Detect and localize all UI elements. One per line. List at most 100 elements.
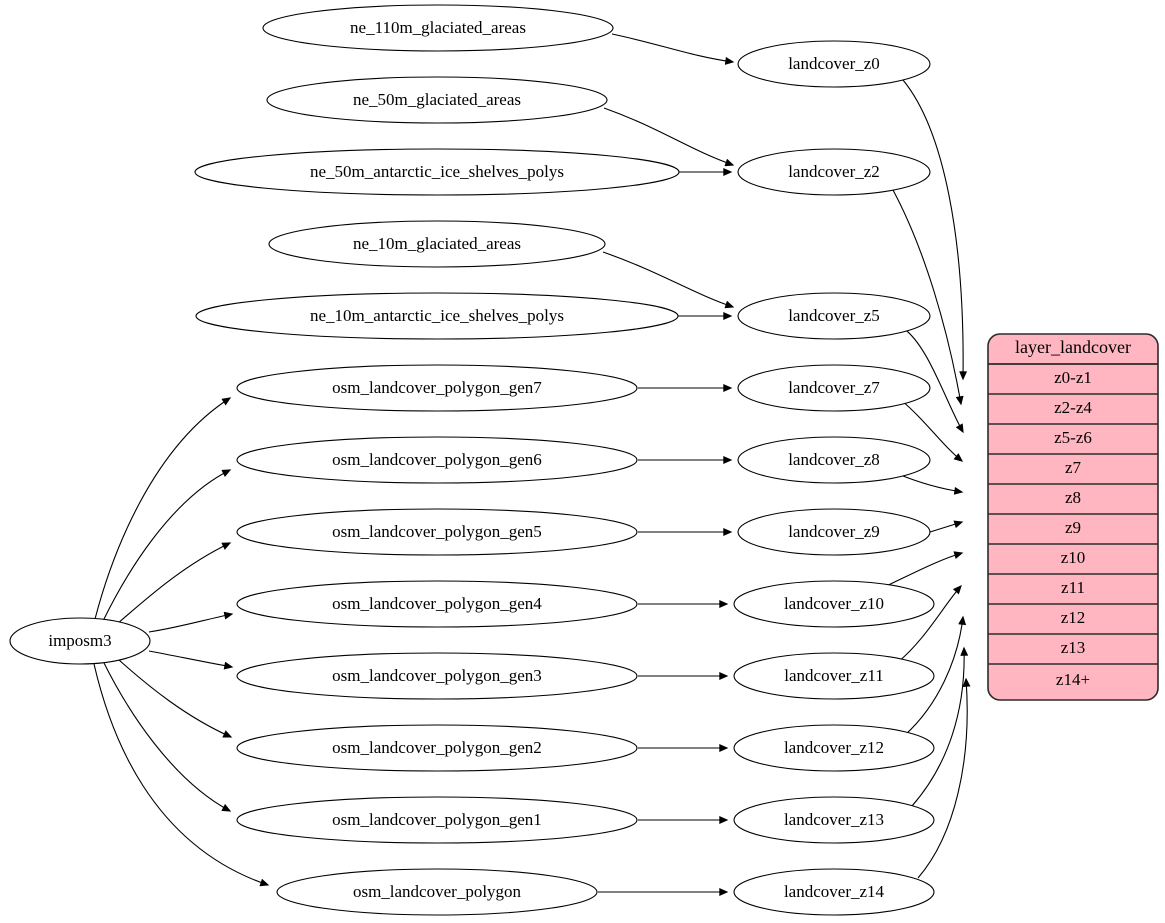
row-label-z9: z9 [1065,518,1081,537]
edge-layer-sources [602,33,733,316]
node-landcover-z2-label: landcover_z2 [788,162,880,181]
node-osm-landcover-polygon-gen6-shape[interactable] [236,436,638,484]
row-label-z0-z1: z0-z1 [1054,368,1092,387]
node-ne-50m-antarctic-ice-shelves-polys-shape[interactable] [194,148,680,196]
edge-z13-to-row-z13 [911,648,964,807]
table-row[interactable]: z8 [988,488,1158,515]
node-landcover-z11-label: landcover_z11 [784,666,883,685]
node-landcover-z13-shape[interactable] [733,796,935,844]
node-imposm3-shape[interactable] [9,617,151,665]
node-landcover-z13-label: landcover_z13 [784,810,884,829]
node-ne-50m-glaciated-areas-label: ne_50m_glaciated_areas [353,90,521,109]
node-osm-landcover-polygon-shape[interactable] [276,868,598,916]
table-row[interactable]: z9 [988,518,1158,545]
node-landcover-z12-shape[interactable] [733,724,935,772]
node-ne-110m-glaciated-areas-shape[interactable] [262,4,614,52]
table-row[interactable]: z5-z6 [988,428,1158,455]
table-row[interactable]: z11 [988,578,1158,605]
table-row[interactable]: z0-z1 [988,368,1158,395]
node-osm-landcover-polygon-label: osm_landcover_polygon [353,882,522,901]
node-ne-110m-glaciated-areas[interactable]: ne_110m_glaciated_areas [262,4,614,52]
node-ne-10m-glaciated-areas[interactable]: ne_10m_glaciated_areas [268,220,606,268]
node-landcover-z9-label: landcover_z9 [788,522,880,541]
node-osm-landcover-polygon-gen1-label: osm_landcover_polygon_gen1 [332,810,542,829]
node-landcover-z7-label: landcover_z7 [788,378,880,397]
node-landcover-z8[interactable]: landcover_z8 [737,436,931,484]
node-landcover-z2-shape[interactable] [737,148,931,196]
node-imposm3[interactable]: imposm3 [9,617,151,665]
row-label-z12: z12 [1061,608,1086,627]
node-landcover-z13[interactable]: landcover_z13 [733,796,935,844]
node-landcover-z11[interactable]: landcover_z11 [733,652,935,700]
edge-z11-to-row-z11 [897,586,961,663]
node-osm-landcover-polygon-gen5[interactable]: osm_landcover_polygon_gen5 [236,508,638,556]
row-label-z5-z6: z5-z6 [1054,428,1092,447]
node-landcover-z14-shape[interactable] [733,868,935,916]
node-landcover-z8-label: landcover_z8 [788,450,880,469]
node-ne-50m-antarctic-ice-shelves-polys[interactable]: ne_50m_antarctic_ice_shelves_polys [194,148,680,196]
node-osm-landcover-polygon-gen7[interactable]: osm_landcover_polygon_gen7 [236,364,638,412]
table-row[interactable]: z12 [988,608,1158,635]
node-landcover-z7[interactable]: landcover_z7 [737,364,931,412]
node-landcover-z12-label: landcover_z12 [784,738,884,757]
node-osm-landcover-polygon-gen2-shape[interactable] [236,724,638,772]
node-landcover-z0-shape[interactable] [737,40,931,88]
node-ne-10m-antarctic-ice-shelves-polys[interactable]: ne_10m_antarctic_ice_shelves_polys [195,292,679,340]
node-osm-landcover-polygon-gen3[interactable]: osm_landcover_polygon_gen3 [236,652,638,700]
row-label-z14plus: z14+ [1056,670,1090,689]
node-landcover-z10-shape[interactable] [733,580,935,628]
edge-imposm3-to-gen2 [118,659,231,737]
landcover-zoom-nodes: landcover_z0 landcover_z2 landcover_z5 l… [733,40,935,916]
node-osm-landcover-polygon-gen1-shape[interactable] [236,796,638,844]
table-row[interactable]: z13 [988,638,1158,665]
row-label-z13: z13 [1061,638,1086,657]
node-landcover-z14[interactable]: landcover_z14 [733,868,935,916]
layer-landcover-table[interactable]: layer_landcover z0-z1 z2-z4 z5-z6 z7 [987,333,1159,701]
node-landcover-z5-shape[interactable] [737,292,931,340]
node-ne-10m-antarctic-ice-shelves-polys-shape[interactable] [195,292,679,340]
table-row[interactable]: z14+ [1056,670,1090,689]
node-landcover-z5-label: landcover_z5 [788,306,880,325]
node-landcover-z9[interactable]: landcover_z9 [737,508,931,556]
node-landcover-z2[interactable]: landcover_z2 [737,148,931,196]
node-landcover-z10[interactable]: landcover_z10 [733,580,935,628]
table-row[interactable]: z2-z4 [988,398,1158,425]
node-landcover-z9-shape[interactable] [737,508,931,556]
node-osm-landcover-polygon-gen4[interactable]: osm_landcover_polygon_gen4 [236,580,638,628]
node-osm-landcover-polygon[interactable]: osm_landcover_polygon [276,868,598,916]
table-row[interactable]: z7 [988,458,1158,485]
edge-imposm3-to-gen4 [148,614,232,633]
edge-z0-to-row-z0z1 [902,79,963,379]
node-osm-landcover-polygon-gen3-label: osm_landcover_polygon_gen3 [332,666,542,685]
edge-layer-osm-to-landcover [598,388,731,892]
node-ne-50m-glaciated-areas[interactable]: ne_50m_glaciated_areas [266,76,608,124]
node-osm-landcover-polygon-gen1[interactable]: osm_landcover_polygon_gen1 [236,796,638,844]
node-imposm3-label: imposm3 [48,631,111,650]
edge-z7-to-row-z7 [901,400,962,461]
node-ne-50m-glaciated-areas-shape[interactable] [266,76,608,124]
node-osm-landcover-polygon-gen4-shape[interactable] [236,580,638,628]
edge-ne50m-glaciated-to-z2 [603,107,733,165]
node-landcover-z0[interactable]: landcover_z0 [737,40,931,88]
node-osm-landcover-polygon-gen6-label: osm_landcover_polygon_gen6 [332,450,542,469]
node-landcover-z12[interactable]: landcover_z12 [733,724,935,772]
table-row[interactable]: z10 [988,548,1158,575]
edge-z9-to-row-z9 [929,522,962,533]
node-ne-10m-glaciated-areas-shape[interactable] [268,220,606,268]
node-landcover-z8-shape[interactable] [737,436,931,484]
node-osm-landcover-polygon-gen7-shape[interactable] [236,364,638,412]
node-landcover-z11-shape[interactable] [733,652,935,700]
edge-imposm3-to-gen7 [94,398,230,620]
row-label-z2-z4: z2-z4 [1054,398,1092,417]
node-osm-landcover-polygon-gen2[interactable]: osm_landcover_polygon_gen2 [236,724,638,772]
table-header-row: layer_landcover [988,337,1158,365]
edge-imposm3-to-gen1 [103,662,230,811]
node-landcover-z7-shape[interactable] [737,364,931,412]
node-osm-landcover-polygon-gen3-shape[interactable] [236,652,638,700]
row-label-z8: z8 [1065,488,1081,507]
node-osm-landcover-polygon-gen6[interactable]: osm_landcover_polygon_gen6 [236,436,638,484]
node-landcover-z5[interactable]: landcover_z5 [737,292,931,340]
node-osm-landcover-polygon-gen5-shape[interactable] [236,508,638,556]
edge-layer-imposm3 [93,398,268,885]
